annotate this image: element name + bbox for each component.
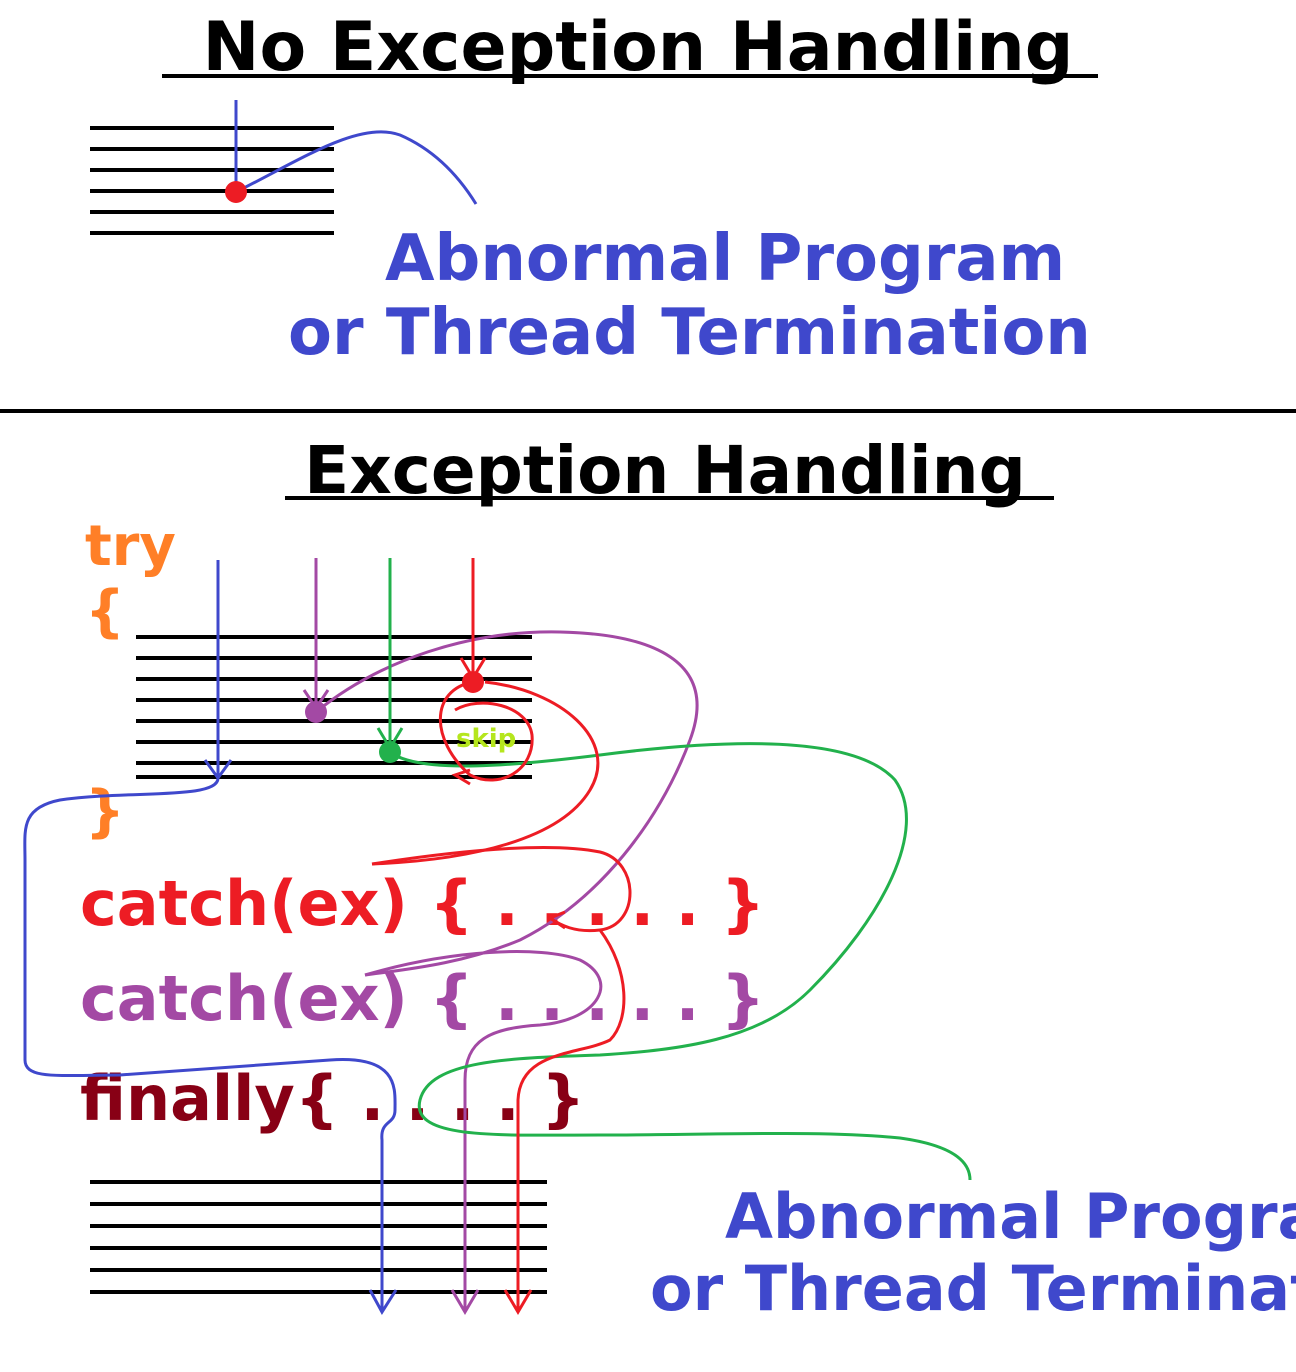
red-flow-arrow — [371, 558, 632, 1315]
try-code-lines — [136, 635, 532, 779]
bottom-result-line1: Abnormal Program — [725, 1180, 1296, 1253]
purple-flow-arrow — [302, 558, 699, 1315]
top-code-lines — [90, 126, 334, 235]
after-code-lines — [90, 1180, 547, 1294]
bottom-result-line2: or Thread Termination — [650, 1252, 1296, 1325]
blue-normal-flow-arrow — [23, 560, 398, 1315]
top-result-line1: Abnormal Program — [385, 222, 1065, 296]
top-termination-curve — [235, 130, 478, 205]
top-title: No Exception Handling — [203, 8, 1074, 87]
top-result-line2: or Thread Termination — [288, 296, 1091, 370]
catch2-block: catch(ex) { . . . . . } — [80, 962, 765, 1035]
top-exception-point — [225, 181, 247, 203]
try-keyword: try — [85, 514, 176, 579]
try-close-brace: } — [85, 779, 125, 844]
red-exception-point — [462, 671, 484, 693]
skip-label: skip — [456, 724, 516, 754]
catch1-block: catch(ex) { . . . . . } — [80, 867, 765, 940]
finally-block: finally{ . . . . } — [80, 1062, 585, 1135]
green-exception-point — [379, 741, 401, 763]
try-open-brace: { — [85, 579, 125, 644]
purple-exception-point — [305, 701, 327, 723]
